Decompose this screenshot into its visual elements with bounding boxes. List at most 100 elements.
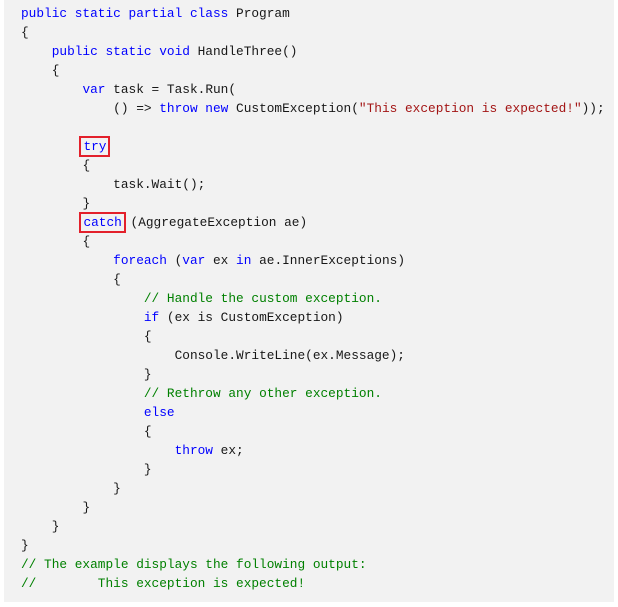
code-text: { <box>113 272 121 287</box>
code-indent <box>21 405 144 420</box>
code-indent <box>21 234 82 249</box>
code-text: Console.WriteLine(ex.Message); <box>174 348 405 363</box>
code-line: { <box>21 422 605 441</box>
code-line: { <box>21 61 605 80</box>
code-comment: // Rethrow any other exception. <box>143 386 382 401</box>
code-text: task.Wait(); <box>113 177 206 192</box>
code-indent <box>21 329 144 344</box>
code-keyword: public static partial class <box>21 6 229 21</box>
code-line: try <box>21 136 605 157</box>
code-comment: // The example displays the following ou… <box>21 557 367 572</box>
code-line: task.Wait(); <box>21 175 605 194</box>
code-indent <box>21 519 52 534</box>
code-indent <box>21 348 175 363</box>
code-line: { <box>21 327 605 346</box>
code-indent <box>21 82 82 97</box>
code-text: } <box>143 462 152 477</box>
code-text: ( <box>166 253 183 268</box>
code-text: (AggregateException ae) <box>122 215 308 230</box>
code-keyword: else <box>143 405 175 420</box>
code-line: var task = Task.Run( <box>21 80 605 99</box>
code-comment: // This exception is expected! <box>21 576 306 591</box>
code-text: } <box>82 500 91 515</box>
code-keyword: throw new <box>159 101 229 116</box>
code-line: } <box>21 479 605 498</box>
code-text: } <box>21 538 29 553</box>
code-indent <box>21 215 82 230</box>
code-indent <box>21 310 144 325</box>
highlighted-keyword: catch <box>79 212 126 233</box>
code-text: { <box>143 424 152 439</box>
code-text: )); <box>581 101 605 116</box>
code-line: } <box>21 536 605 555</box>
code-text: { <box>51 63 60 78</box>
code-keyword: var <box>82 82 106 97</box>
code-text: CustomException( <box>228 101 359 116</box>
code-line: } <box>21 517 605 536</box>
code-text: (ex is CustomException) <box>159 310 344 325</box>
code-text: } <box>143 367 152 382</box>
code-line: () => throw new CustomException("This ex… <box>21 99 605 118</box>
code-line <box>21 118 605 137</box>
code-line: { <box>21 232 605 251</box>
code-indent <box>21 158 82 173</box>
code-text: } <box>113 481 121 496</box>
code-keyword: public static void <box>51 44 190 59</box>
code-line: if (ex is CustomException) <box>21 308 605 327</box>
code-indent <box>21 44 52 59</box>
code-keyword: throw <box>174 443 213 458</box>
code-listing: public static partial class Program { pub… <box>21 4 605 593</box>
code-text: { <box>21 25 29 40</box>
code-indent <box>21 386 144 401</box>
code-text: { <box>82 234 91 249</box>
code-text: HandleThree() <box>189 44 298 59</box>
code-indent <box>21 367 144 382</box>
code-indent <box>21 443 175 458</box>
code-indent <box>21 424 144 439</box>
code-line: foreach (var ex in ae.InnerExceptions) <box>21 251 605 270</box>
code-line: { <box>21 270 605 289</box>
code-keyword: if <box>143 310 160 325</box>
code-indent <box>21 177 113 192</box>
code-line: // The example displays the following ou… <box>21 555 605 574</box>
code-keyword: in <box>236 253 252 268</box>
code-indent <box>21 139 82 154</box>
code-text: () => <box>113 101 160 116</box>
code-line: public static void HandleThree() <box>21 42 605 61</box>
code-text: { <box>82 158 91 173</box>
code-line: } <box>21 498 605 517</box>
code-text: { <box>143 329 152 344</box>
code-text: ae.InnerExceptions) <box>251 253 405 268</box>
code-block: public static partial class Program { pub… <box>4 0 614 602</box>
code-text: } <box>82 196 91 211</box>
code-line: throw ex; <box>21 441 605 460</box>
code-indent <box>21 272 113 287</box>
code-indent <box>21 291 144 306</box>
code-comment: // Handle the custom exception. <box>143 291 382 306</box>
code-indent <box>21 462 144 477</box>
code-line: Console.WriteLine(ex.Message); <box>21 346 605 365</box>
code-line: // Rethrow any other exception. <box>21 384 605 403</box>
code-text: Program <box>228 6 290 21</box>
code-line: // Handle the custom exception. <box>21 289 605 308</box>
code-indent <box>21 481 113 496</box>
code-line: } <box>21 365 605 384</box>
code-keyword: foreach <box>113 253 167 268</box>
code-line: { <box>21 23 605 42</box>
code-string: "This exception is expected!" <box>358 101 582 116</box>
code-line: // This exception is expected! <box>21 574 605 593</box>
code-indent <box>21 101 113 116</box>
code-indent <box>21 500 82 515</box>
code-keyword: var <box>182 253 206 268</box>
code-line: catch (AggregateException ae) <box>21 212 605 233</box>
code-text: ex <box>205 253 237 268</box>
code-text: task = Task.Run( <box>105 82 237 97</box>
code-line: else <box>21 403 605 422</box>
code-indent <box>21 253 113 268</box>
code-line: } <box>21 194 605 213</box>
highlighted-keyword: try <box>79 136 111 157</box>
code-line: { <box>21 156 605 175</box>
code-text: ex; <box>213 443 244 458</box>
code-indent <box>21 196 82 211</box>
code-line: } <box>21 460 605 479</box>
